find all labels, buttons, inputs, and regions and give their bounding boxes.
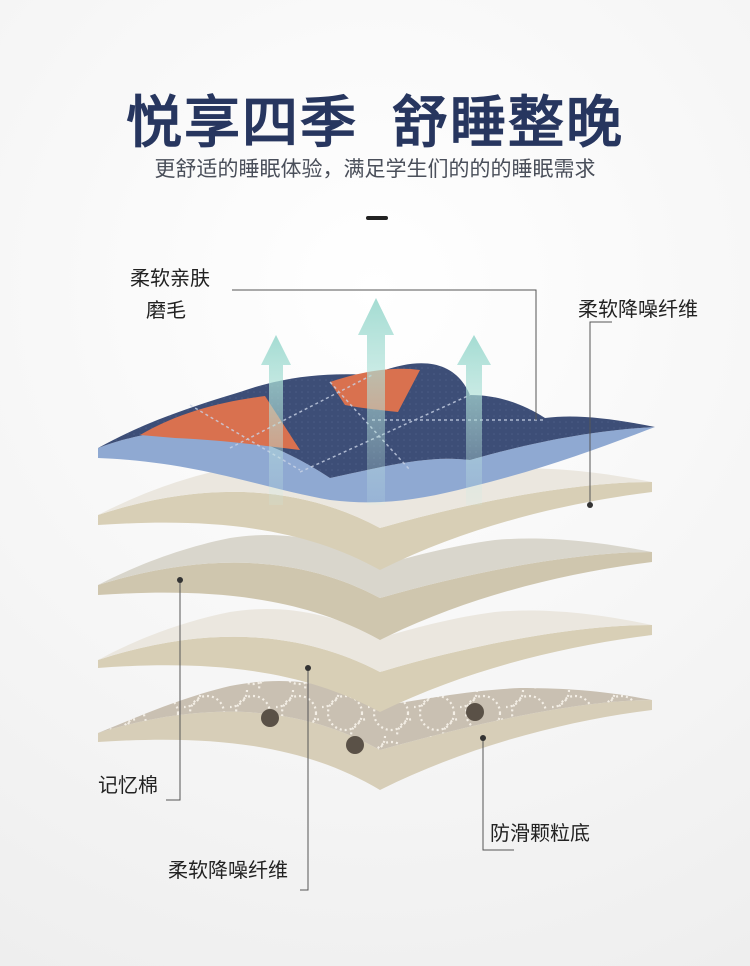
label-brushed-fabric: 柔软亲肤 磨毛 <box>130 266 210 322</box>
label-memory-foam: 记忆棉 <box>98 773 158 797</box>
title-right: 舒睡整晚 <box>392 91 624 156</box>
page-title: 悦享四季舒睡整晚 <box>0 78 750 159</box>
label-fiber-right: 柔软降噪纤维 <box>578 297 698 321</box>
leader-dots <box>177 502 593 741</box>
title-left: 悦享四季 <box>126 91 358 156</box>
anti-slip-base-layer <box>98 680 652 790</box>
fiber-layer-lower <box>98 609 652 712</box>
up-arrow-icon <box>261 298 491 505</box>
page-subtitle: 更舒适的睡眠体验，满足学生们的的的睡眠需求 <box>154 157 596 181</box>
label-anti-slip: 防滑颗粒底 <box>490 821 590 845</box>
label-fiber-bottom: 柔软降噪纤维 <box>168 858 288 882</box>
swirl-icon <box>261 703 484 754</box>
leader-lines <box>166 289 612 891</box>
title-divider <box>366 216 388 220</box>
